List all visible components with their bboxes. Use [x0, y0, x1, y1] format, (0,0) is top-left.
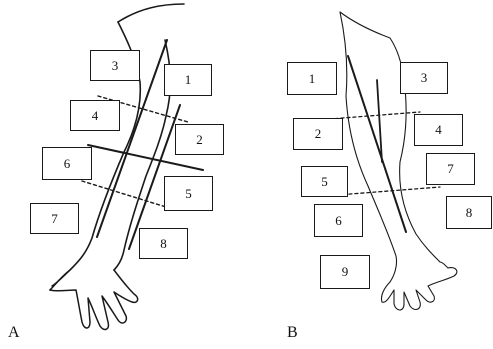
- panel-b-box-7: 7: [426, 153, 475, 185]
- panel-a-box-6: 6: [42, 147, 92, 180]
- panel-a-box-7: 7: [30, 203, 79, 234]
- panel-a-box-4: 4: [70, 100, 120, 131]
- panel-b-box-9: 9: [320, 255, 370, 289]
- panel-a-box-5: 5: [164, 176, 213, 211]
- panel-b-label: B: [287, 324, 298, 342]
- arm-a-shoulder: [118, 4, 184, 22]
- panel-a-label: A: [8, 324, 20, 342]
- arm-a-hand: [50, 270, 138, 329]
- panel-a-box-3: 3: [90, 50, 140, 81]
- arm-b-hand: [381, 262, 456, 310]
- panel-b-box-5: 5: [301, 166, 348, 197]
- arm-a-thumb: [52, 270, 70, 286]
- panel-b-box-3: 3: [400, 62, 448, 94]
- panel-a-box-8: 8: [139, 228, 188, 259]
- panel-b-box-2: 2: [293, 118, 343, 150]
- panel-b-box-4: 4: [414, 114, 463, 146]
- arm-b-outer-contour: [340, 12, 397, 282]
- arm-b-shoulder: [340, 12, 404, 80]
- panel-b-box-6: 6: [314, 204, 363, 237]
- panel-a-box-1: 1: [164, 64, 212, 96]
- panel-a-box-2: 2: [175, 124, 224, 155]
- panel-b-box-8: 8: [446, 196, 492, 229]
- panel-b-box-1: 1: [287, 62, 337, 95]
